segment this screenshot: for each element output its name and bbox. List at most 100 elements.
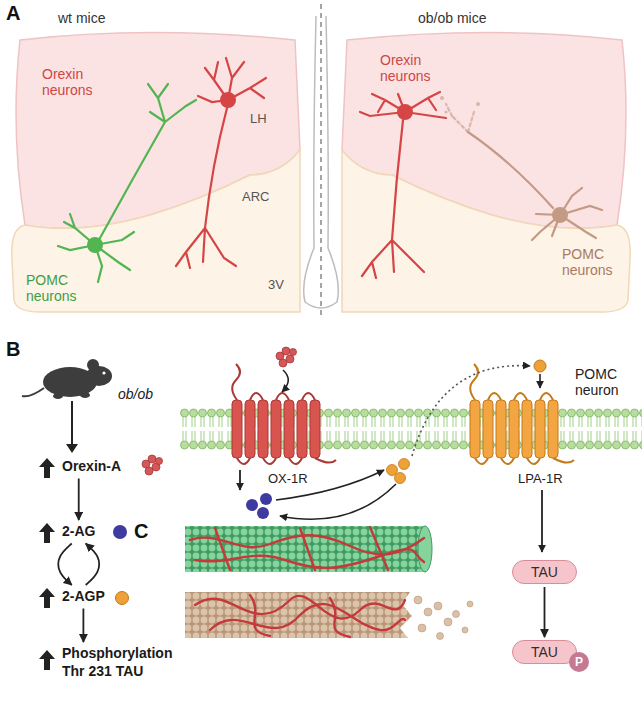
- degenerated-terminals: [476, 102, 480, 106]
- label: wt mice: [58, 10, 105, 26]
- node-text: P: [575, 655, 583, 669]
- release-arrow: [412, 366, 530, 456]
- disrupted-microtubule: [414, 596, 473, 640]
- disrupted-microtubule: [444, 618, 452, 626]
- mirrored-regions: [342, 33, 630, 313]
- lpa1r-receptor: [553, 458, 574, 463]
- label: Orexin neurons: [42, 66, 106, 98]
- pomc-neuron: [446, 104, 602, 240]
- increase-arrows: [39, 458, 55, 478]
- healthy-microtubule: [418, 526, 432, 572]
- lpa1r-receptor: [509, 400, 519, 458]
- neuron-soma: [552, 207, 568, 223]
- label: A: [6, 2, 20, 25]
- lpa1r-receptor: [488, 393, 553, 400]
- disrupted-microtubule: [185, 592, 412, 638]
- ox1r-receptor: [297, 400, 307, 458]
- down-arrow: [71, 401, 73, 446]
- disrupted-microtubule: [185, 592, 473, 640]
- node-text: Phosphorylation Thr 231 TAU: [62, 645, 187, 680]
- ox1r-receptor: [232, 400, 242, 458]
- lpa1r-receptor: [548, 400, 558, 458]
- disrupted-microtubule: [418, 624, 426, 632]
- ox1r-receptor: [284, 400, 294, 458]
- pomc-neuron: [446, 104, 474, 132]
- arc-region: [342, 150, 630, 312]
- brain-regions: [12, 4, 630, 318]
- signal-arrow: [541, 490, 543, 552]
- protein-pill: TAUP: [512, 640, 577, 664]
- arrow-connector: [82, 609, 84, 643]
- disrupted-microtubule: [424, 608, 432, 616]
- binding-arrow: [282, 370, 288, 392]
- mouse-icon: [87, 359, 99, 371]
- pomc-neuron: [468, 132, 553, 208]
- ox1r-receptor: [245, 400, 255, 458]
- lpa1r-receptor: [470, 364, 574, 464]
- orexin-a-molecule: [156, 458, 163, 465]
- down-arrow: [66, 401, 78, 453]
- orexin-neuron: [362, 120, 424, 278]
- orexin-a-ligand: [290, 349, 297, 356]
- disrupted-microtubule: [195, 595, 405, 637]
- down-arrow: [66, 444, 78, 453]
- connectors: [58, 479, 544, 643]
- neuron-soma: [397, 104, 413, 120]
- increase-arrows: [39, 523, 55, 543]
- label: C: [134, 520, 148, 543]
- 2agp-molecule: [116, 592, 129, 605]
- ox1r-receptor: [315, 458, 336, 463]
- label: POMC neurons: [562, 246, 626, 278]
- ox1r-receptor: [258, 400, 268, 458]
- conversion-arrow: [276, 470, 384, 500]
- degenerated-terminals: [440, 96, 480, 114]
- degenerated-terminals: [444, 110, 447, 113]
- mouse-icon: [22, 388, 44, 396]
- disrupted-microtubule: [437, 633, 444, 640]
- arc-region: [12, 150, 300, 312]
- pomc-neuron: [100, 84, 196, 238]
- disrupted-microtubule: [250, 595, 350, 637]
- orexin-a-ligand: [279, 359, 287, 367]
- 2agp-ligand: [534, 360, 546, 372]
- 2ag-molecules: [257, 507, 269, 519]
- ox1r-receptor: [310, 400, 320, 458]
- label: Orexin neurons: [380, 52, 444, 84]
- pathway-step: Phosphorylation Thr 231 TAU: [62, 645, 187, 680]
- label: LH: [250, 112, 267, 127]
- 2ag-molecule: [113, 525, 127, 539]
- arrow-connector: [86, 544, 99, 586]
- ox1r-receptor: [232, 364, 336, 464]
- label: POMC neurons: [26, 272, 86, 304]
- ox1r-receptor: [232, 364, 336, 464]
- node-text: 2-AG: [62, 523, 95, 541]
- healthy-microtubule: [185, 526, 432, 572]
- arrow-connector: [78, 479, 80, 521]
- label: LPA-1R: [518, 472, 563, 487]
- orexin-a-ligand: [282, 347, 290, 355]
- orexin-a-molecule: [145, 467, 153, 475]
- label: POMC neuron: [575, 366, 635, 398]
- orexin-neuron: [176, 58, 266, 268]
- lpa1r-receptor: [522, 400, 532, 458]
- 2agp-molecules: [395, 473, 406, 484]
- pathway-step: 2-AG: [62, 523, 95, 541]
- pathway-step: Orexin-A: [62, 458, 121, 476]
- orexin-a-ligand: [276, 347, 297, 367]
- lpa1r-receptor: [470, 400, 480, 458]
- increase-arrows: [39, 588, 55, 608]
- mouse-icon: [53, 393, 63, 399]
- label: 3V: [268, 278, 284, 293]
- pomc-neuron: [58, 84, 196, 282]
- ox1r-receptor: [271, 400, 281, 458]
- disrupted-microtubule: [453, 611, 460, 618]
- ox1r-receptor: [250, 393, 315, 400]
- pathway-step: 2-AGP: [62, 588, 105, 606]
- signal-arrow: [239, 470, 241, 490]
- disrupted-microtubule: [434, 602, 442, 610]
- label: ob/ob: [118, 386, 153, 402]
